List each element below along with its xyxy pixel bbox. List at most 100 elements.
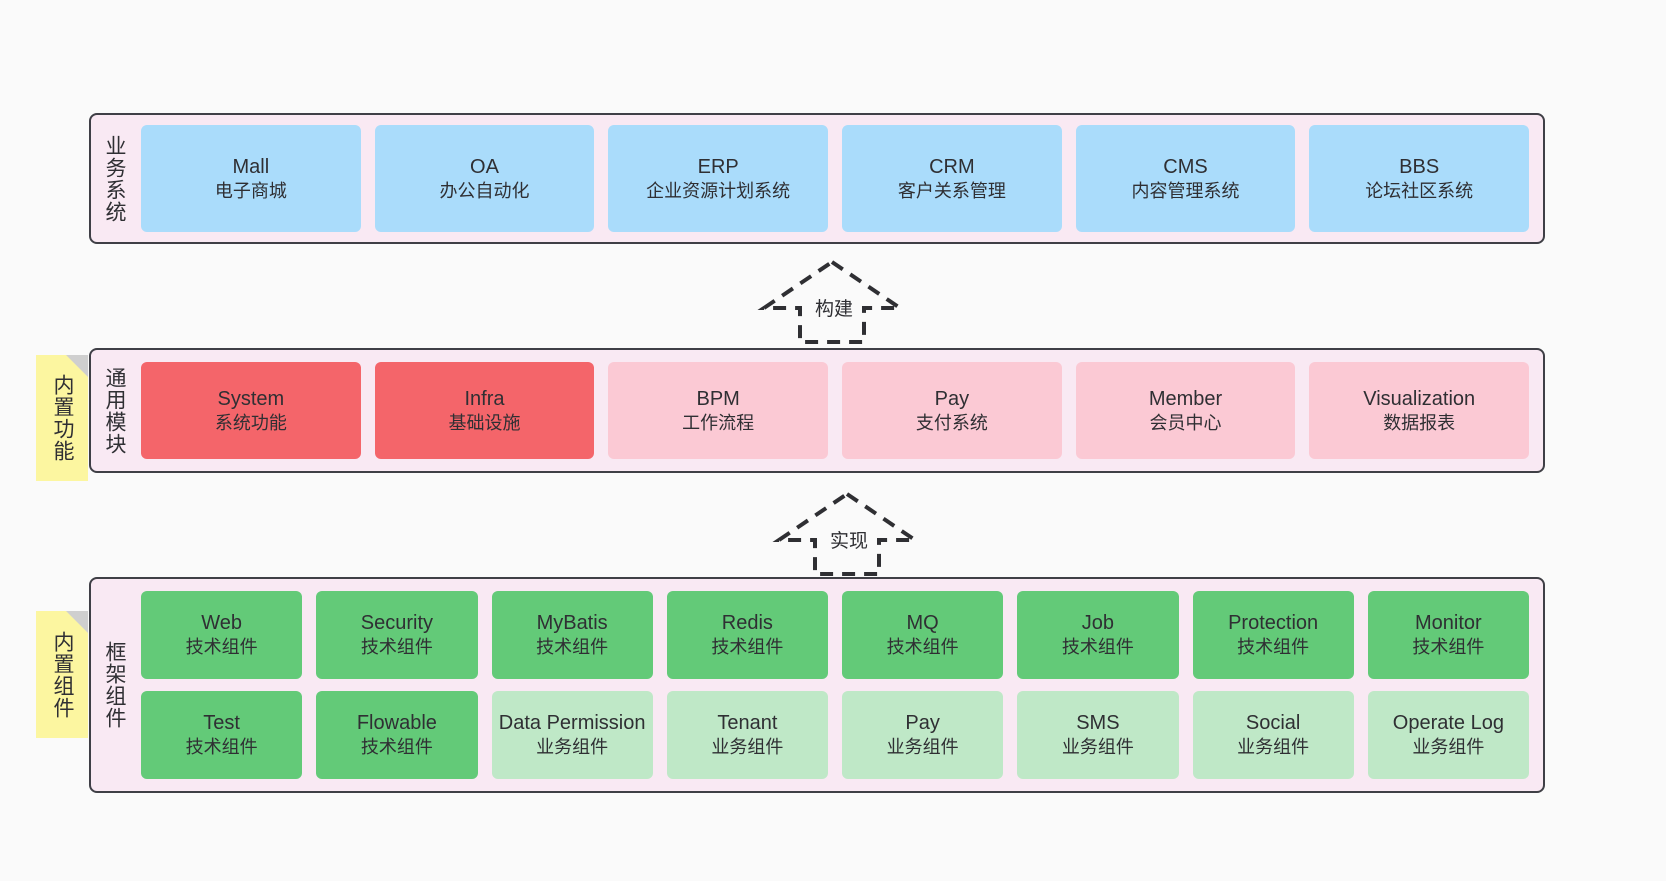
card-infra[interactable]: Infra 基础设施 [374, 362, 595, 459]
card-subtitle: 技术组件 [1061, 637, 1134, 658]
section-framework-components: 框架组件 Web 技术组件 Security 技术组件 MyBatis 技术组件… [89, 577, 1545, 793]
card-subtitle: 业务组件 [1061, 737, 1134, 758]
card-subtitle: 论坛社区系统 [1365, 180, 1474, 201]
card-security[interactable]: Security 技术组件 [316, 591, 478, 679]
card-title: Member [1148, 387, 1223, 410]
card-title: Tenant [717, 712, 778, 735]
card-subtitle: 会员中心 [1149, 412, 1222, 433]
card-title: Monitor [1415, 612, 1482, 635]
card-social[interactable]: Social 业务组件 [1192, 691, 1354, 779]
connector-implement-arrow: 实现 [772, 490, 922, 578]
card-title: Infra [464, 387, 505, 410]
card-subtitle: 业务组件 [711, 737, 784, 758]
card-redis[interactable]: Redis 技术组件 [666, 591, 828, 679]
card-oa[interactable]: OA 办公自动化 [374, 125, 595, 232]
card-member[interactable]: Member 会员中心 [1075, 362, 1296, 459]
card-job[interactable]: Job 技术组件 [1017, 591, 1179, 679]
card-title: CRM [929, 155, 975, 178]
card-title: Flowable [356, 712, 437, 735]
card-subtitle: 业务组件 [536, 737, 609, 758]
card-title: OA [470, 155, 499, 178]
card-title: Security [360, 612, 433, 635]
connector-implement-label: 实现 [828, 526, 871, 553]
card-pay-module[interactable]: Pay 支付系统 [842, 362, 1062, 459]
section-business-systems: 业务系统 Mall 电子商城 OA 办公自动化 ERP 企业资源计划系统 CRM… [89, 113, 1545, 244]
card-mybatis[interactable]: MyBatis 技术组件 [491, 591, 653, 679]
card-visualization[interactable]: Visualization 数据报表 [1309, 362, 1530, 459]
card-subtitle: 技术组件 [360, 637, 433, 658]
card-title: Job [1081, 612, 1114, 635]
card-title: MQ [906, 612, 939, 635]
general-modules-row: System 系统功能 Infra 基础设施 BPM 工作流程 Pay 支付系统… [141, 362, 1530, 459]
connector-build-arrow: 构建 [757, 258, 907, 346]
section-label-framework-components: 框架组件 [102, 641, 126, 729]
card-mq[interactable]: MQ 技术组件 [842, 591, 1004, 679]
card-title: System [217, 387, 285, 410]
card-subtitle: 电子商城 [214, 180, 287, 201]
card-data-permission[interactable]: Data Permission 业务组件 [491, 691, 653, 779]
card-bpm[interactable]: BPM 工作流程 [608, 362, 829, 459]
card-title: Operate Log [1392, 712, 1504, 735]
card-title: Mall [232, 155, 270, 178]
sticky-note-built-in-components: 内置组件 [36, 611, 88, 738]
card-subtitle: 技术组件 [536, 637, 609, 658]
card-subtitle: 业务组件 [1237, 737, 1310, 758]
card-subtitle: 业务组件 [1412, 737, 1485, 758]
card-monitor[interactable]: Monitor 技术组件 [1367, 591, 1529, 679]
sticky-note-built-in-features: 内置功能 [36, 355, 88, 481]
card-tenant[interactable]: Tenant 业务组件 [666, 691, 828, 779]
section-general-modules: 通用模块 System 系统功能 Infra 基础设施 BPM 工作流程 Pay… [89, 348, 1545, 473]
card-title: MyBatis [536, 612, 608, 635]
card-crm[interactable]: CRM 客户关系管理 [842, 125, 1062, 232]
card-mall[interactable]: Mall 电子商城 [141, 125, 361, 232]
card-title: SMS [1076, 712, 1120, 735]
card-subtitle: 系统功能 [214, 412, 287, 433]
card-protection[interactable]: Protection 技术组件 [1192, 591, 1354, 679]
card-title: BBS [1399, 155, 1440, 178]
card-erp[interactable]: ERP 企业资源计划系统 [608, 125, 829, 232]
card-bbs[interactable]: BBS 论坛社区系统 [1309, 125, 1530, 232]
card-system[interactable]: System 系统功能 [141, 362, 361, 459]
card-subtitle: 基础设施 [448, 412, 521, 433]
card-cms[interactable]: CMS 内容管理系统 [1075, 125, 1296, 232]
card-subtitle: 技术组件 [1237, 637, 1310, 658]
card-title: Web [201, 612, 242, 635]
section-body-general-modules: System 系统功能 Infra 基础设施 BPM 工作流程 Pay 支付系统… [137, 350, 1543, 471]
card-subtitle: 技术组件 [185, 637, 258, 658]
card-subtitle: 工作流程 [682, 412, 755, 433]
card-subtitle: 技术组件 [1412, 637, 1485, 658]
section-body-framework-components: Web 技术组件 Security 技术组件 MyBatis 技术组件 Redi… [137, 579, 1543, 791]
card-pay-component[interactable]: Pay 业务组件 [842, 691, 1004, 779]
card-flowable[interactable]: Flowable 技术组件 [316, 691, 478, 779]
sticky-note-label: 内置组件 [50, 630, 74, 719]
card-title: Protection [1228, 612, 1319, 635]
card-subtitle: 支付系统 [915, 412, 988, 433]
business-systems-row: Mall 电子商城 OA 办公自动化 ERP 企业资源计划系统 CRM 客户关系… [141, 125, 1530, 232]
framework-business-row: Test 技术组件 Flowable 技术组件 Data Permission … [141, 691, 1529, 779]
card-title: Pay [905, 712, 940, 735]
card-subtitle: 数据报表 [1383, 412, 1456, 433]
card-title: CMS [1163, 155, 1208, 178]
sticky-note-label: 内置功能 [50, 374, 74, 462]
card-subtitle: 技术组件 [185, 737, 258, 758]
card-subtitle: 技术组件 [711, 637, 784, 658]
card-title: BPM [696, 387, 740, 410]
card-subtitle: 内容管理系统 [1131, 180, 1240, 201]
card-sms[interactable]: SMS 业务组件 [1017, 691, 1179, 779]
card-subtitle: 技术组件 [360, 737, 433, 758]
card-operate-log[interactable]: Operate Log 业务组件 [1367, 691, 1529, 779]
framework-tech-row: Web 技术组件 Security 技术组件 MyBatis 技术组件 Redi… [141, 591, 1529, 679]
section-label-general-modules: 通用模块 [102, 366, 126, 455]
card-subtitle: 业务组件 [886, 737, 959, 758]
card-web[interactable]: Web 技术组件 [141, 591, 303, 679]
connector-build-label: 构建 [813, 294, 856, 321]
card-title: Pay [934, 387, 970, 410]
section-body-business-systems: Mall 电子商城 OA 办公自动化 ERP 企业资源计划系统 CRM 客户关系… [137, 115, 1543, 242]
card-subtitle: 办公自动化 [439, 180, 530, 201]
card-title: Redis [721, 612, 773, 635]
card-title: Social [1245, 712, 1301, 735]
card-title: Visualization [1363, 387, 1476, 410]
card-title: Test [203, 712, 240, 735]
card-test[interactable]: Test 技术组件 [141, 691, 303, 779]
